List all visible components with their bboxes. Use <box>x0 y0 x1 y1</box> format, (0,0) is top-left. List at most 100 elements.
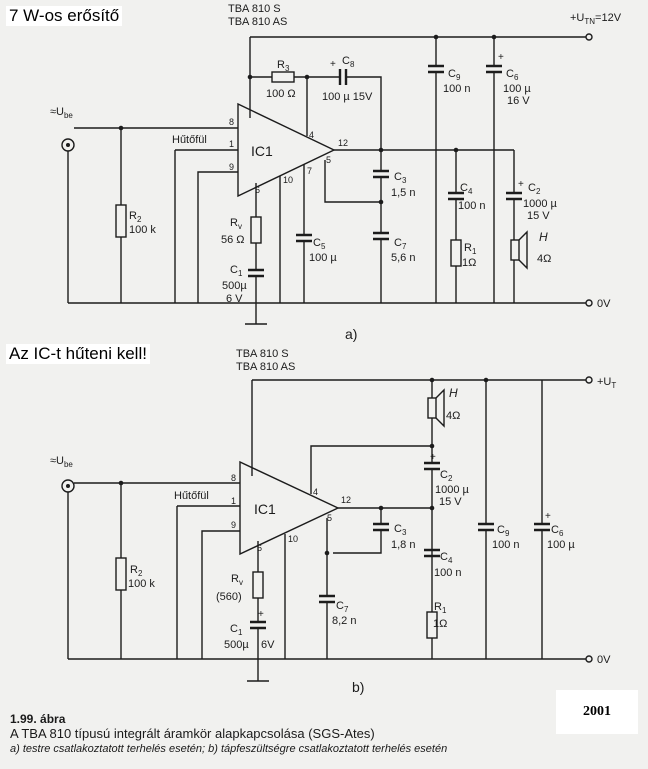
junction-dot <box>429 505 435 511</box>
r1-value-b: 1Ω <box>433 618 447 630</box>
rv-value-a: 56 Ω <box>221 234 245 246</box>
rv-label-b: Rv <box>231 573 243 587</box>
c2-value1-a: 1000 µ <box>523 198 558 210</box>
chip-name-b-1: TBA 810 S <box>236 348 289 360</box>
capacitor-c9-b <box>478 522 494 532</box>
c9-label-b: C9 <box>497 524 510 538</box>
c7-value-a: 5,6 n <box>391 252 415 264</box>
caption-b-prefix: b) <box>208 743 218 755</box>
c5-label-a: C5 <box>313 237 326 251</box>
wire <box>250 76 308 136</box>
supply-terminal-b <box>585 376 593 384</box>
c7-value-b: 8,2 n <box>332 615 356 627</box>
c6-value1-a: 100 µ <box>503 83 531 95</box>
junction-dot <box>324 550 330 556</box>
capacitor-c8-a <box>338 69 348 85</box>
c2-label-a: C2 <box>528 182 541 196</box>
capacitor-c4-a <box>448 191 464 201</box>
ground-label-b: 0V <box>597 654 611 666</box>
pin-label: 6 <box>257 543 262 553</box>
capacitor-c4-b <box>424 548 440 558</box>
c4-label-b: C4 <box>440 551 453 565</box>
c9-value-a: 100 n <box>443 83 471 95</box>
c9-value-b: 100 n <box>492 539 520 551</box>
pin-label: 1 <box>231 496 236 506</box>
c2-label-b: C2 <box>440 469 453 483</box>
schematic-a-label: a) <box>345 326 357 342</box>
c8-value-a: 100 µ 15V <box>322 91 373 103</box>
speaker-cone-b <box>435 388 445 428</box>
caption-title: A TBA 810 típusú integrált áramkör alapk… <box>10 726 375 741</box>
r1-value-a: 1Ω <box>462 257 476 269</box>
pin-label: 9 <box>231 520 236 530</box>
c2-value1-b: 1000 µ <box>435 484 470 496</box>
resistor-r2-a <box>115 204 127 238</box>
input-terminal-core-b <box>66 484 70 488</box>
c2-value2-a: 15 V <box>527 210 550 222</box>
ic1-label-a: IC1 <box>251 143 273 159</box>
c8-label-a: C8 <box>342 55 355 69</box>
pin-label: 4 <box>313 487 318 497</box>
ic1-amplifier-b <box>239 460 340 556</box>
c2-value2-b: 15 V <box>439 496 462 508</box>
chip-name-a-2: TBA 810 AS <box>228 16 287 28</box>
ground-label-a: 0V <box>597 298 611 310</box>
capacitor-c7-a <box>373 231 389 241</box>
c3-value-b: 1,8 n <box>391 539 415 551</box>
speaker-label-b: H <box>449 386 458 400</box>
c7-label-b: C7 <box>336 600 349 614</box>
supply-label-a: +UTN=12V <box>570 12 622 26</box>
rv-value-b: (560) <box>216 591 242 603</box>
heatsink-wire-b <box>176 505 240 659</box>
resistor-r2-b <box>115 557 127 591</box>
c3-value-a: 1,5 n <box>391 187 415 199</box>
c3-label-b: C3 <box>394 523 407 537</box>
resistor-r1-a <box>450 239 462 267</box>
resistor-r3-a <box>271 71 295 83</box>
caption-b-text: tápfeszültségre csatlakoztatott terhelés… <box>220 743 448 755</box>
heatsink-label-a: Hűtőfül <box>172 134 207 146</box>
c1-label-a: C1 <box>230 264 243 278</box>
c1-value1-b: 500µ <box>224 639 249 651</box>
capacitor-c2-b <box>424 461 440 471</box>
heatsink-wire-a <box>174 149 238 303</box>
polarity-mark: + <box>498 52 504 63</box>
c4-label-a: C4 <box>460 182 473 196</box>
chip-name-a-1: TBA 810 S <box>228 3 281 15</box>
ground-terminal-a <box>585 299 593 307</box>
c1-value1-a: 500µ <box>222 280 247 292</box>
c1-label-b: C1 <box>230 623 243 637</box>
speaker-h-b <box>427 397 437 419</box>
schematic-b: TBA 810 S TBA 810 AS +UT 0V ≈Ube R2 100 … <box>50 348 616 695</box>
pin-label: 6 <box>255 185 260 195</box>
ic1-label-b: IC1 <box>254 501 276 517</box>
pin9-wire-a <box>197 171 238 303</box>
r2-value-b: 100 k <box>128 578 155 590</box>
polarity-mark: + <box>258 609 264 620</box>
c4-value-b: 100 n <box>434 567 462 579</box>
c6-value-b: 100 µ <box>547 539 575 551</box>
pin-label: 8 <box>231 473 236 483</box>
speaker-h-a <box>510 239 520 261</box>
resistor-r1-b <box>426 611 438 639</box>
pin-label: 1 <box>229 139 234 149</box>
speaker-value-b: 4Ω <box>446 410 460 422</box>
caption-description: a) testre csatlakoztatott terhelés eseté… <box>10 742 570 756</box>
r2-label-a: R2 <box>129 210 142 224</box>
pin5-wire-a <box>324 160 381 203</box>
caption-a-text: testre csatlakoztatott terhelés esetén; <box>22 743 206 755</box>
capacitor-c9-a <box>428 64 444 74</box>
capacitor-c5-a <box>296 233 312 243</box>
wire <box>310 445 432 494</box>
heatsink-label-b: Hűtőfül <box>174 490 209 502</box>
capacitor-c3-b <box>373 522 389 532</box>
polarity-mark: + <box>330 59 336 70</box>
title-note: 7 W-os erősítő <box>6 6 123 26</box>
caption-a-prefix: a) <box>10 743 20 755</box>
c6-value2-a: 16 V <box>507 95 530 107</box>
capacitor-c3-a <box>373 169 389 179</box>
capacitor-c1-b <box>250 620 266 630</box>
pin9-wire-b <box>201 530 240 659</box>
warning-note: Az IC-t hűteni kell! <box>6 344 150 364</box>
